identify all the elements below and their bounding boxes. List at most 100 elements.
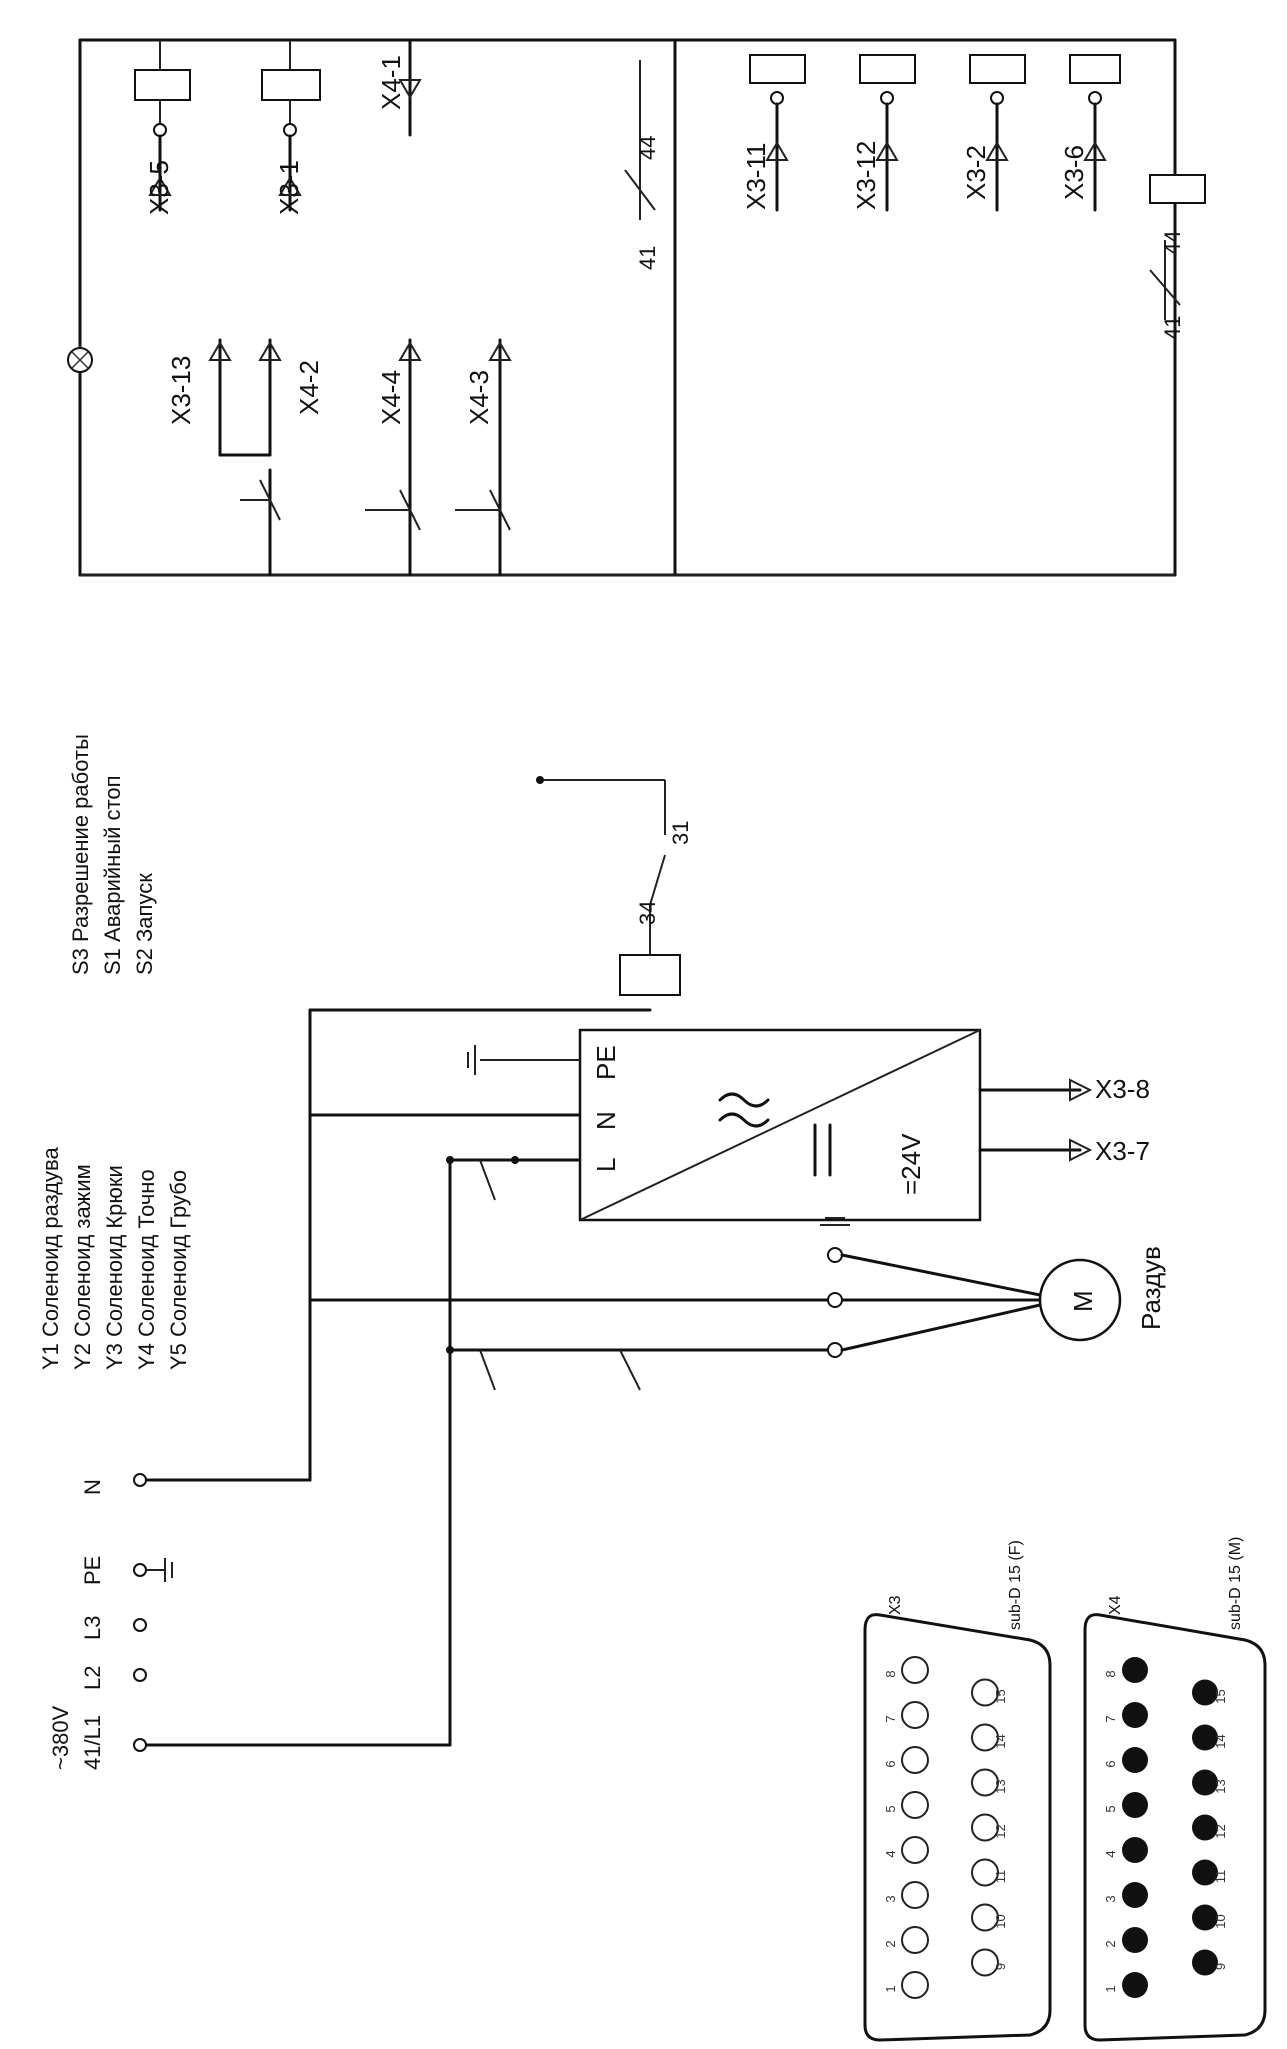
label-x4-4: X4-4 [376, 370, 406, 425]
connector-pin [971, 1858, 999, 1887]
power-supply-unit: L N PE =24V [578, 1028, 982, 1222]
connector-pin [1122, 1972, 1148, 1998]
connector-pin [1192, 1769, 1218, 1796]
solenoid-coil-1 [134, 40, 191, 212]
solenoid-coil-2 [261, 40, 321, 212]
psu-label-n: N [591, 1111, 621, 1130]
label-x3-6: X3-6 [1059, 145, 1089, 200]
connector-pin-number: 4 [1103, 1850, 1118, 1857]
connector-pin [971, 1948, 999, 1977]
connector-pin-number: 8 [883, 1670, 898, 1677]
connector-pin [1122, 1927, 1148, 1953]
connector-pin [1192, 1859, 1218, 1886]
label-x3-2: X3-2 [961, 145, 991, 200]
connector-pin-number: 11 [1213, 1870, 1228, 1884]
connector-pin-number: 11 [993, 1870, 1008, 1884]
connector-pin-number: 2 [883, 1940, 898, 1947]
connector-pin [1192, 1679, 1218, 1706]
switch-group [208, 338, 512, 577]
switch-legend: S3 Разрешение работы S1 Аварийный стоп S… [68, 734, 157, 975]
connector-pin-number: 8 [1103, 1670, 1118, 1677]
connector-pin-number: 12 [1213, 1824, 1228, 1838]
connector-pin-number: 1 [1103, 1985, 1118, 1992]
connector-pin-number: 3 [883, 1895, 898, 1902]
connector-pin-number: 14 [993, 1734, 1008, 1748]
connector-pin-number: 3 [1103, 1895, 1118, 1902]
connector-pin [971, 1903, 999, 1932]
relay-coil [619, 954, 681, 996]
legend-y1: Y1 Соленоид раздува [38, 1147, 63, 1370]
connector-pin [901, 1971, 929, 1999]
motor-icon [1038, 1258, 1122, 1342]
legend-y4: Y4 Соленоид Точно [134, 1169, 159, 1370]
connector-pin-number: 2 [1103, 1940, 1118, 1947]
terminal-pe: PE [80, 1556, 105, 1585]
connector-pin [901, 1701, 929, 1729]
label-x3-12: X3-12 [851, 141, 881, 210]
contact-number-41a: 41 [635, 246, 660, 270]
connector-pin-number: 1 [883, 1985, 898, 1992]
connector-pin-number: 10 [1213, 1914, 1228, 1928]
label-x3-13: X3-13 [166, 356, 196, 425]
connector-pin [1192, 1949, 1218, 1976]
control-circuit: X3-5 X3-1 X4-1 X3-13 X4-2 X4-4 X4-3 [67, 38, 1206, 577]
connector-pin-number: 6 [1103, 1760, 1118, 1767]
label-x3-1: X3-1 [274, 160, 304, 215]
psu-label-l: L [591, 1158, 621, 1172]
connector-pin [971, 1723, 999, 1752]
connector-pin [901, 1836, 929, 1864]
connector-pin [1192, 1814, 1218, 1841]
connector-pin-number: 14 [1213, 1734, 1228, 1748]
terminal-l3: L3 [80, 1616, 105, 1640]
relay-pin-31: 31 [668, 821, 693, 845]
terminal-n: N [80, 1479, 105, 1495]
connector-pin [901, 1926, 929, 1954]
connector-pin-number: 12 [993, 1824, 1008, 1838]
psu-output-voltage: =24V [896, 1133, 926, 1195]
connector-pin-number: 5 [1103, 1805, 1118, 1812]
connector-x4-name: X4 [1107, 1595, 1124, 1615]
label-x4-3: X4-3 [464, 370, 494, 425]
connector-x4-1-wire [398, 38, 422, 137]
connector-pin-number: 7 [1103, 1715, 1118, 1722]
contact-number-41b: 41 [1160, 316, 1185, 340]
legend-s3: S3 Разрешение работы [68, 734, 93, 975]
motor-label: Раздув [1136, 1246, 1166, 1330]
connector-x3-type: sub-D 15 (F) [1007, 1540, 1024, 1630]
label-x3-11: X3-11 [741, 143, 771, 210]
connector-pin [971, 1678, 999, 1707]
connector-pin [1122, 1657, 1148, 1683]
connector-x4-type: sub-D 15 (M) [1227, 1537, 1244, 1630]
ac-wave-icon [718, 1092, 770, 1108]
connector-pin [1192, 1724, 1218, 1751]
legend-s1: S1 Аварийный стоп [100, 775, 125, 975]
connector-pin-number: 15 [993, 1689, 1008, 1703]
connector-pin-number: 15 [1213, 1689, 1228, 1703]
connector-pin-number: 4 [883, 1850, 898, 1857]
label-x3-5: X3-5 [144, 160, 174, 215]
label-x4-1: X4-1 [376, 55, 406, 110]
connector-pin-number: 5 [883, 1805, 898, 1812]
connector-pin-number: 13 [993, 1779, 1008, 1793]
legend-y5: Y5 Соленоид Грубо [166, 1170, 191, 1370]
connector-pin-number: 9 [1213, 1963, 1228, 1970]
psu-output-x3-8: X3-8 [1095, 1074, 1150, 1104]
solenoid-coils-right [749, 54, 1206, 320]
connector-pin [901, 1656, 929, 1684]
psu-output-x3-7: X3-7 [1095, 1136, 1150, 1166]
connector-pin [971, 1768, 999, 1797]
connector-pin [901, 1881, 929, 1909]
legend-y2: Y2 Соленоид зажим [70, 1164, 95, 1370]
relay-pin-34: 34 [635, 901, 660, 925]
connector-pin-number: 13 [1213, 1779, 1228, 1793]
connector-pin [1122, 1882, 1148, 1908]
connector-pin [1192, 1904, 1218, 1931]
connector-pin [1122, 1747, 1148, 1773]
connector-pin-number: 7 [883, 1715, 898, 1722]
